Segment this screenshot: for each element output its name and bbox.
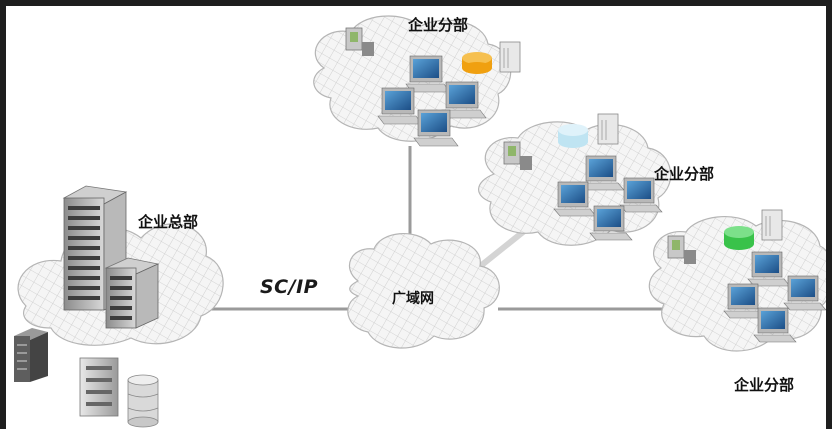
computer-icon [747,251,791,287]
server-icon [14,328,48,382]
computer-icon [723,283,767,319]
computer-icon [581,155,625,191]
printer-icon [499,41,521,73]
label-protocol: SC/IP [260,276,319,298]
computer-icon [405,55,451,93]
computer-icon [413,109,459,147]
user-workstation-icon [503,141,532,170]
label-branch-top: 企业分部 [408,16,469,34]
printer-icon [761,209,783,241]
network-diagram [14,15,826,428]
label-wan: 广域网 [392,291,434,307]
diagram-frame: 企业总部 企业分部 企业分部 企业分部 广域网 SC/IP [6,6,826,429]
computer-icon [753,307,797,343]
label-hq: 企业总部 [138,213,199,231]
database-icon [127,374,159,428]
computer-icon [553,181,597,217]
user-workstation-icon [345,27,374,56]
computer-icon [589,205,633,241]
user-workstation-icon [667,235,696,264]
computer-icon [619,177,663,213]
computer-icon [783,275,826,311]
database-icon [558,124,588,148]
label-branch-middle: 企业分部 [654,165,715,183]
building-icon [104,257,160,329]
computer-icon [377,87,423,125]
building-icon [62,185,128,311]
label-branch-right: 企业分部 [734,376,795,394]
file-server-icon [79,357,119,417]
database-icon [724,226,754,250]
printer-icon [597,113,619,145]
database-icon [462,52,492,74]
cloud-wan [347,232,500,349]
